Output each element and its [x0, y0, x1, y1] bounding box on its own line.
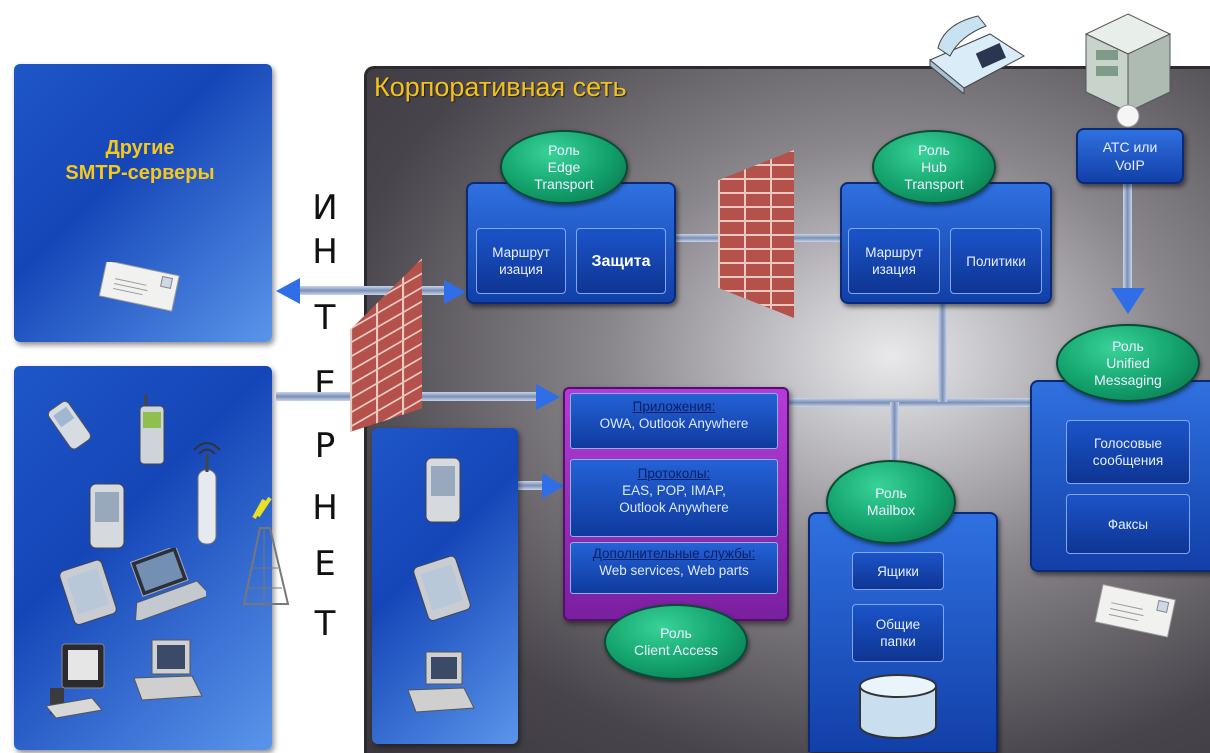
arrow-right-icon [444, 280, 466, 304]
arrow-left-icon [276, 278, 300, 304]
cell-tower-icon [240, 488, 294, 613]
connector-pbx-um [1123, 180, 1132, 290]
um-role-line1: Роль [1112, 337, 1144, 354]
client-access-role-oval: Роль Client Access [604, 604, 748, 680]
mailbox-role-oval: Роль Mailbox [826, 460, 956, 544]
faxes-label: Факсы [1107, 516, 1149, 532]
public-line2: папки [880, 634, 916, 649]
applications-box: Приложения: OWA, Outlook Anywhere [570, 393, 778, 449]
edge-role-line3: Transport [534, 175, 594, 192]
mailboxes-label: Ящики [877, 563, 919, 579]
edge-role-line2: Edge [547, 158, 581, 175]
hub-routing-box: Маршрут изация [848, 228, 940, 294]
internet-letter: И [312, 188, 338, 228]
mailboxes-box: Ящики [852, 552, 944, 590]
connector-mailbox-backbone [890, 402, 899, 462]
pbx-server-icon [1082, 12, 1174, 135]
public-line1: Общие [875, 617, 921, 632]
corporate-network-title: Корпоративная сеть [374, 72, 627, 102]
protocols-line2: Outlook Anywhere [619, 500, 729, 515]
um-role-line2: Unified [1106, 354, 1150, 371]
envelope-icon [96, 259, 184, 312]
arrow-right-icon [536, 384, 560, 410]
protocols-line1: EAS, POP, IMAP, [622, 483, 726, 498]
smtp-servers-title: Другие SMTP-серверы [30, 136, 250, 186]
edge-routing-line2: изация [499, 262, 543, 277]
internet-letter: Н [312, 488, 338, 528]
cell-phone-icon [134, 392, 170, 473]
firewall-internal-icon [718, 150, 794, 318]
internet-letter: Р [314, 426, 336, 466]
tablet-icon [56, 556, 122, 633]
connector-smtp-edge [300, 286, 450, 295]
hub-policies-box: Политики [950, 228, 1042, 294]
smtp-title-line1: Другие [105, 137, 175, 159]
public-folders-box: Общие папки [852, 604, 944, 662]
ca-role-line2: Client Access [633, 642, 719, 658]
wireless-antenna-icon [186, 438, 228, 553]
desktop-computer-icon [40, 636, 110, 725]
workstation-icon [126, 636, 206, 711]
additional-services-box: Дополнительные службы: Web services, Web… [570, 542, 778, 594]
workstation-icon [402, 648, 478, 725]
edge-protection-box: Защита [576, 228, 666, 294]
internet-letter: Н [312, 232, 338, 272]
protocols-header: Протоколы: [637, 466, 711, 481]
edge-routing-line1: Маршрут [492, 245, 550, 260]
hub-routing-line1: Маршрут [865, 245, 923, 260]
services-value: Web services, Web parts [599, 563, 749, 578]
backbone-line [785, 398, 1035, 407]
tablet-icon [410, 552, 476, 629]
mailbox-role-line1: Роль [875, 485, 907, 501]
pbx-line2: VoIP [1115, 157, 1145, 173]
telephone-icon [920, 10, 1030, 99]
unified-messaging-role-oval: Роль Unified Messaging [1056, 324, 1200, 402]
voice-line2: сообщения [1092, 453, 1164, 468]
fax-envelope-icon [1092, 583, 1180, 645]
pbx-label-box: АТС или VoIP [1076, 128, 1184, 184]
smtp-title-line2: SMTP-серверы [65, 162, 215, 184]
arrow-right-icon [542, 473, 564, 499]
hub-transport-role-oval: Роль Hub Transport [872, 130, 996, 204]
internet-letter: Т [314, 298, 336, 338]
laptop-icon [124, 545, 212, 625]
internet-letter: Т [314, 604, 336, 644]
hub-policies-label: Политики [966, 253, 1026, 269]
applications-value: OWA, Outlook Anywhere [599, 416, 749, 431]
pda-icon [84, 480, 130, 557]
um-role-line3: Messaging [1094, 371, 1162, 388]
mobile-phone-icon [40, 398, 100, 459]
hub-role-line2: Hub [921, 158, 947, 175]
hub-routing-line2: изация [872, 262, 916, 277]
edge-protection-label: Защита [591, 252, 651, 270]
arrow-down-icon [1111, 288, 1145, 314]
hub-role-line3: Transport [904, 175, 964, 192]
database-icon [856, 672, 940, 747]
services-header: Дополнительные службы: [592, 546, 756, 561]
protocols-box: Протоколы: EAS, POP, IMAP, Outlook Anywh… [570, 459, 778, 537]
hub-role-line1: Роль [918, 141, 950, 158]
internet-letter: Е [314, 544, 336, 584]
edge-role-line1: Роль [548, 141, 580, 158]
voice-messages-box: Голосовые сообщения [1066, 420, 1190, 484]
faxes-box: Факсы [1066, 494, 1190, 554]
pda-icon [420, 454, 466, 531]
pbx-line1: АТС или [1102, 139, 1158, 155]
applications-header: Приложения: [632, 399, 716, 414]
ca-role-line1: Роль [660, 625, 692, 641]
mailbox-role-line2: Mailbox [866, 502, 916, 518]
voice-line1: Голосовые [1094, 436, 1162, 451]
edge-routing-box: Маршрут изация [476, 228, 566, 294]
connector-hub-backbone [938, 298, 947, 402]
edge-transport-role-oval: Роль Edge Transport [500, 130, 628, 204]
connector-mobile-cas [518, 481, 544, 490]
